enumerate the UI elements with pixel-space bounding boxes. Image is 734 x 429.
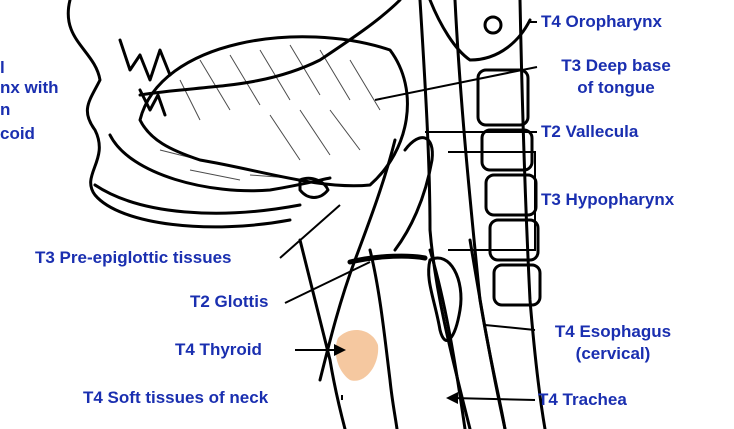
- posterior-pharyngeal-wall: [420, 0, 470, 429]
- label-soft-tissues: T4 Soft tissues of neck: [83, 388, 268, 408]
- vocal-cord: [350, 256, 425, 262]
- upper-teeth: [120, 40, 170, 80]
- label-deep-base-2: of tongue: [541, 78, 691, 98]
- left-label-line-4: coid: [0, 124, 35, 144]
- vertebra-c6: [494, 265, 540, 305]
- arrowhead-trachea: [446, 392, 458, 404]
- label-glottis: T2 Glottis: [190, 292, 268, 312]
- larynx-anterior: [300, 240, 345, 429]
- label-oropharynx: T4 Oropharynx: [541, 12, 662, 32]
- label-hypopharynx: T3 Hypopharynx: [541, 190, 674, 210]
- pointer-trachea: [452, 398, 535, 400]
- vertebra-c4: [486, 175, 536, 215]
- epiglottis: [395, 138, 432, 250]
- label-thyroid: T4 Thyroid: [175, 340, 262, 360]
- left-label-line-1: l: [0, 58, 5, 78]
- ear-ossicle: [485, 17, 501, 33]
- label-esophagus-2: (cervical): [538, 344, 688, 364]
- pointer-esophagus: [485, 325, 535, 330]
- face-outline: [68, 0, 290, 227]
- skull-base: [430, 0, 530, 60]
- thyroid-gland: [336, 330, 379, 381]
- pointer-pre-epiglottic: [280, 205, 340, 258]
- palate: [140, 0, 400, 95]
- left-label-line-2: nx with: [0, 78, 59, 98]
- label-deep-base-1: T3 Deep base: [541, 56, 691, 76]
- vertebra-c5: [490, 220, 538, 260]
- tongue: [140, 37, 407, 186]
- label-pre-epiglottic: T3 Pre-epiglottic tissues: [35, 248, 232, 268]
- label-esophagus-1: T4 Esophagus: [538, 322, 688, 342]
- label-vallecula: T2 Vallecula: [541, 122, 638, 142]
- left-label-line-3: n: [0, 100, 10, 120]
- pointer-deep-base: [375, 67, 537, 100]
- label-trachea: T4 Trachea: [538, 390, 627, 410]
- pointer-glottis: [285, 262, 370, 303]
